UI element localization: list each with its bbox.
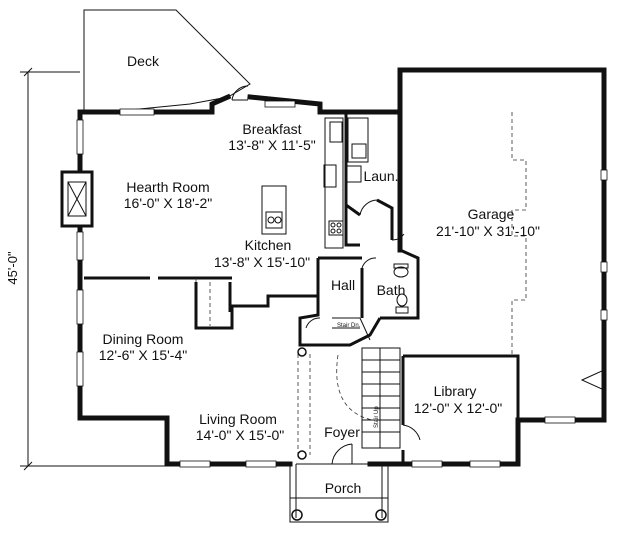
- kitchen-counters: [323, 117, 369, 249]
- porch-outline: [289, 463, 389, 523]
- deck-door: [231, 85, 249, 101]
- interior-doors: [305, 199, 605, 465]
- stair-down-label: Stair Dn.: [337, 323, 361, 329]
- room-size-garage: 21'-10" X 31'-10": [436, 223, 540, 239]
- columns: [291, 347, 387, 521]
- room-name-bath: Bath: [377, 282, 406, 298]
- room-name-dining: Dining Room: [103, 331, 184, 347]
- kitchen-island: [261, 185, 287, 235]
- bath-fixtures: [393, 263, 409, 314]
- room-size-breakfast: 13'-8" X 11'-5": [228, 137, 315, 153]
- room-labels: Deck Breakfast 13'-8" X 11'-5" Laun. Hea…: [99, 53, 540, 496]
- room-name-deck: Deck: [127, 53, 160, 69]
- room-size-living: 14'-0" X 15'-0": [196, 427, 284, 443]
- room-name-library: Library: [434, 383, 477, 399]
- room-name-kitchen: Kitchen: [245, 237, 292, 253]
- room-size-kitchen: 13'-8" X 15'-10": [214, 254, 310, 270]
- dashed-lines: [195, 112, 527, 455]
- overall-dimension-label: 45'-0": [5, 251, 20, 285]
- room-size-library: 12'-0" X 12'-0": [414, 400, 502, 416]
- room-size-dining: 12'-6" X 15'-4": [99, 347, 187, 363]
- interior-walls: [84, 112, 520, 464]
- windows: [76, 100, 608, 468]
- room-size-hearth: 16'-0" X 18'-2": [124, 195, 212, 211]
- room-name-laundry: Laun.: [363, 168, 398, 184]
- room-name-hearth: Hearth Room: [126, 179, 209, 195]
- room-name-porch: Porch: [325, 480, 362, 496]
- dimension-line: [20, 67, 165, 471]
- room-name-breakfast: Breakfast: [242, 121, 301, 137]
- stair-up-label: Stair Up: [374, 406, 380, 428]
- room-name-living: Living Room: [199, 411, 277, 427]
- room-name-garage: Garage: [468, 206, 515, 222]
- fireplace: [60, 170, 94, 228]
- room-name-hall: Hall: [331, 277, 355, 293]
- room-name-foyer: Foyer: [324, 424, 360, 440]
- stairs: [332, 317, 401, 449]
